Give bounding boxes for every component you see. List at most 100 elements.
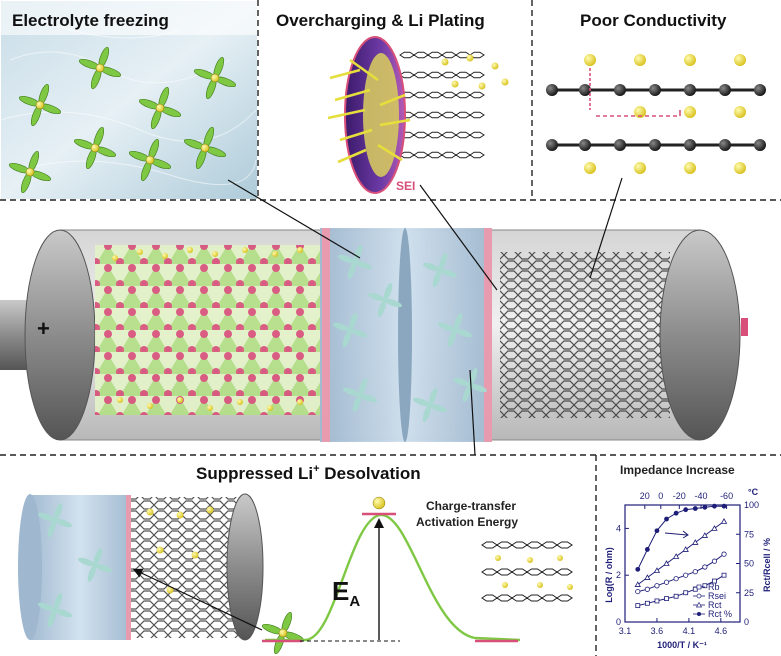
panel-overcharging: Overcharging & Li Plating SEI bbox=[276, 11, 509, 194]
data-point-rsei bbox=[654, 583, 660, 589]
data-point-rb bbox=[673, 593, 679, 599]
data-point-rct bbox=[644, 547, 650, 552]
data-point-rct bbox=[711, 525, 718, 531]
y-left-tick-label: 4 bbox=[616, 523, 621, 533]
top-tick-label: -40 bbox=[695, 491, 708, 501]
data-point-rct bbox=[664, 516, 669, 522]
cathode-end-cap bbox=[24, 229, 96, 441]
x-axis-label: 1000/T / K⁻¹ bbox=[657, 640, 707, 650]
legend-marker-rct bbox=[697, 612, 701, 616]
data-point-rsei bbox=[663, 579, 670, 585]
legend-label-rct: Rct bbox=[708, 600, 722, 610]
x-tick-label: 4.6 bbox=[715, 626, 728, 636]
right-axis-arrow-head bbox=[682, 530, 689, 539]
charge-transfer-label-line1: Charge-transfer bbox=[426, 499, 516, 513]
anode-sei bbox=[484, 228, 492, 442]
data-point-rct bbox=[635, 566, 641, 572]
x-tick-label: 3.6 bbox=[651, 626, 664, 636]
panel-poor-conductivity: Poor Conductivity bbox=[546, 11, 766, 174]
li-intercalated-top bbox=[584, 54, 746, 174]
charge-transfer-label-line2: Activation Energy bbox=[416, 515, 518, 529]
x-tick-label: 3.1 bbox=[619, 626, 632, 636]
data-point-rb bbox=[683, 590, 689, 596]
callout-lines bbox=[227, 177, 623, 456]
sei-label: SEI bbox=[396, 179, 415, 193]
plus-symbol: + bbox=[37, 316, 50, 341]
cathode-lattice bbox=[95, 245, 320, 415]
graphite-layer-1 bbox=[546, 84, 766, 96]
y-right-tick-label: 0 bbox=[744, 617, 749, 627]
panel-title-desolvation: Suppressed Li+ Desolvation bbox=[196, 463, 421, 483]
solvated-li-cluster bbox=[260, 610, 306, 656]
series-line-rb bbox=[637, 574, 725, 607]
desolvation-arrow bbox=[132, 568, 263, 631]
graphite-layer-2 bbox=[546, 139, 766, 151]
data-point-rct bbox=[673, 510, 679, 516]
desolvated-li-ion bbox=[372, 496, 386, 510]
data-point-rsei bbox=[721, 551, 727, 557]
lithium-dendrites bbox=[327, 58, 411, 164]
lithium-surface bbox=[363, 53, 399, 177]
panel-desolvation: Suppressed Li+ Desolvation EA Charge-tra… bbox=[18, 463, 573, 656]
top-tick-label: 0 bbox=[658, 491, 663, 501]
data-point-rct bbox=[720, 518, 728, 524]
desolvation-sei bbox=[126, 495, 131, 640]
data-point-rb bbox=[702, 583, 708, 589]
data-point-rct bbox=[692, 506, 698, 511]
y-right-tick-label: 50 bbox=[744, 559, 754, 569]
y-left-tick-label: 0 bbox=[616, 617, 621, 627]
data-point-rsei bbox=[673, 576, 679, 582]
data-point-rct bbox=[654, 528, 660, 534]
legend-label-rsei: Rsei bbox=[708, 591, 726, 601]
data-point-rb bbox=[664, 596, 669, 601]
data-point-rct bbox=[634, 581, 641, 587]
chart-title: Impedance Increase bbox=[620, 463, 735, 477]
minus-symbol bbox=[741, 318, 748, 336]
desolvation-graphite bbox=[131, 497, 241, 638]
y-axis-right-label: Rct/Rcell / % bbox=[762, 538, 772, 592]
y-left-tick-label: 2 bbox=[616, 570, 621, 580]
y-right-tick-label: 25 bbox=[744, 588, 754, 598]
data-point-rct bbox=[663, 560, 670, 566]
data-point-rct bbox=[683, 507, 689, 513]
plot-frame bbox=[624, 504, 741, 623]
data-point-rsei bbox=[711, 558, 718, 564]
panel-electrolyte-freezing: Electrolyte freezing bbox=[0, 1, 257, 199]
data-point-rb bbox=[635, 603, 641, 609]
data-point-rsei bbox=[702, 564, 708, 570]
data-point-rsei bbox=[692, 569, 698, 575]
data-point-rb bbox=[712, 578, 717, 584]
anode-graphite bbox=[500, 252, 670, 418]
top-axis-unit: °C bbox=[748, 487, 759, 497]
data-point-rct bbox=[682, 546, 689, 552]
y-axis-left-label: Log(R / ohm) bbox=[604, 547, 614, 603]
data-point-rb bbox=[644, 600, 650, 606]
separator-membrane bbox=[398, 228, 412, 442]
panel-title-overcharging: Overcharging & Li Plating bbox=[276, 11, 485, 30]
y-right-tick-label: 75 bbox=[744, 529, 754, 539]
data-point-rct bbox=[644, 574, 651, 580]
data-point-rct bbox=[653, 567, 661, 573]
ea-label: EA bbox=[332, 576, 360, 610]
panel-title-electrolyte-freezing: Electrolyte freezing bbox=[12, 11, 169, 30]
panel-title-poor-conductivity: Poor Conductivity bbox=[580, 11, 727, 30]
data-point-rct bbox=[692, 539, 699, 545]
series-line-rsei bbox=[637, 553, 725, 593]
desolvation-li-ions bbox=[146, 506, 214, 594]
graphite-stack-small bbox=[399, 51, 485, 159]
data-point-rsei bbox=[644, 586, 650, 592]
anode-end-cap bbox=[659, 229, 741, 441]
cathode-li-ions bbox=[112, 247, 303, 411]
x-tick-label: 4.1 bbox=[683, 626, 696, 636]
legend-marker-rb bbox=[696, 584, 702, 590]
data-point-rsei bbox=[635, 588, 641, 595]
li-ions-small bbox=[441, 54, 509, 90]
series-line-rct bbox=[637, 520, 725, 586]
data-point-rct bbox=[701, 532, 709, 538]
battery-cell: + bbox=[0, 228, 748, 442]
